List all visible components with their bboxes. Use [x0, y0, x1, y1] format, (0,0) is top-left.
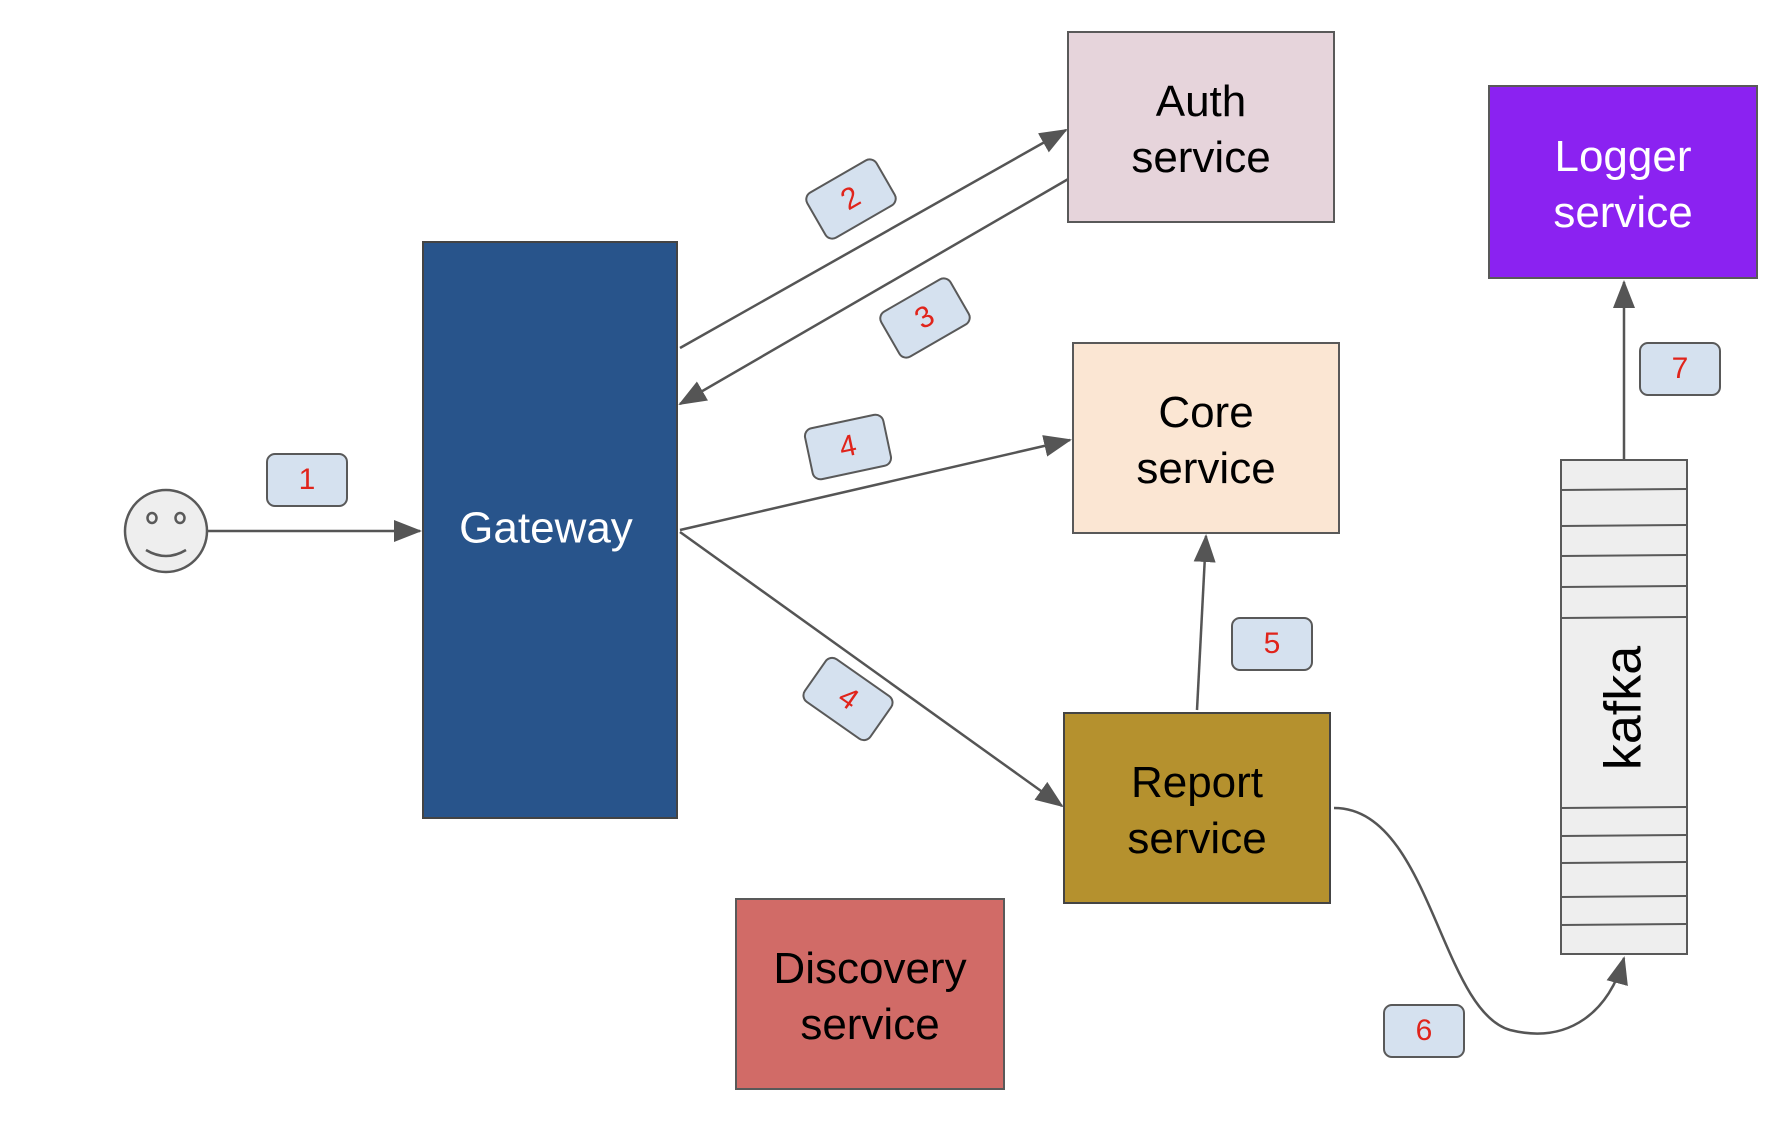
user-actor: [123, 488, 209, 574]
gateway-node[interactable]: Gateway: [422, 241, 678, 819]
discovery-service-label-line1: Discovery: [773, 944, 966, 993]
step-badge: 2: [805, 158, 897, 240]
report-service-node[interactable]: Report service: [1063, 712, 1331, 904]
logger-service-node[interactable]: Logger service: [1488, 85, 1758, 279]
logger-service-label-line1: Logger: [1554, 132, 1691, 181]
step-badge: 4: [803, 413, 893, 481]
connectors: [208, 128, 1635, 1035]
discovery-service-node[interactable]: Discovery service: [735, 898, 1005, 1090]
svg-text:6: 6: [1416, 1014, 1433, 1047]
core-service-node[interactable]: Core service: [1072, 342, 1340, 534]
svg-text:1: 1: [299, 463, 316, 496]
arrow-report-to-kafka: [1333, 806, 1628, 1035]
auth-service-node[interactable]: Auth service: [1067, 31, 1335, 223]
step-badge: 7: [1639, 342, 1721, 396]
report-service-label-line2: service: [1127, 814, 1266, 863]
kafka-label: kafka: [1595, 646, 1653, 770]
smiley-face-icon: [123, 488, 209, 574]
kafka-queue[interactable]: kafka: [1560, 459, 1688, 955]
arrow-gateway-to-core: [679, 435, 1072, 532]
step-badge: 6: [1383, 1004, 1465, 1058]
svg-text:5: 5: [1264, 627, 1281, 660]
arrow-gateway-to-auth: [679, 128, 1068, 350]
step-badge: 4: [802, 656, 894, 742]
logger-service-label-line2: service: [1553, 188, 1692, 237]
arrow-report-to-core: [1193, 534, 1216, 711]
auth-service-label-line2: service: [1131, 133, 1270, 182]
report-service-label-line1: Report: [1131, 758, 1263, 807]
svg-text:7: 7: [1672, 352, 1689, 385]
svg-text:4: 4: [836, 429, 859, 465]
discovery-service-label-line2: service: [800, 1000, 939, 1049]
arrow-gateway-to-report: [679, 530, 1064, 808]
step-badge: 3: [879, 277, 971, 359]
step-badge: 1: [266, 453, 348, 507]
kafka-queue-lines: [1560, 488, 1688, 926]
arrow-auth-to-gateway: [678, 176, 1071, 406]
auth-service-label-line1: Auth: [1156, 77, 1247, 126]
core-service-label-line2: service: [1136, 444, 1275, 493]
core-service-label-line1: Core: [1158, 388, 1253, 437]
step-badge: 5: [1231, 617, 1313, 671]
gateway-label: Gateway: [459, 504, 633, 553]
